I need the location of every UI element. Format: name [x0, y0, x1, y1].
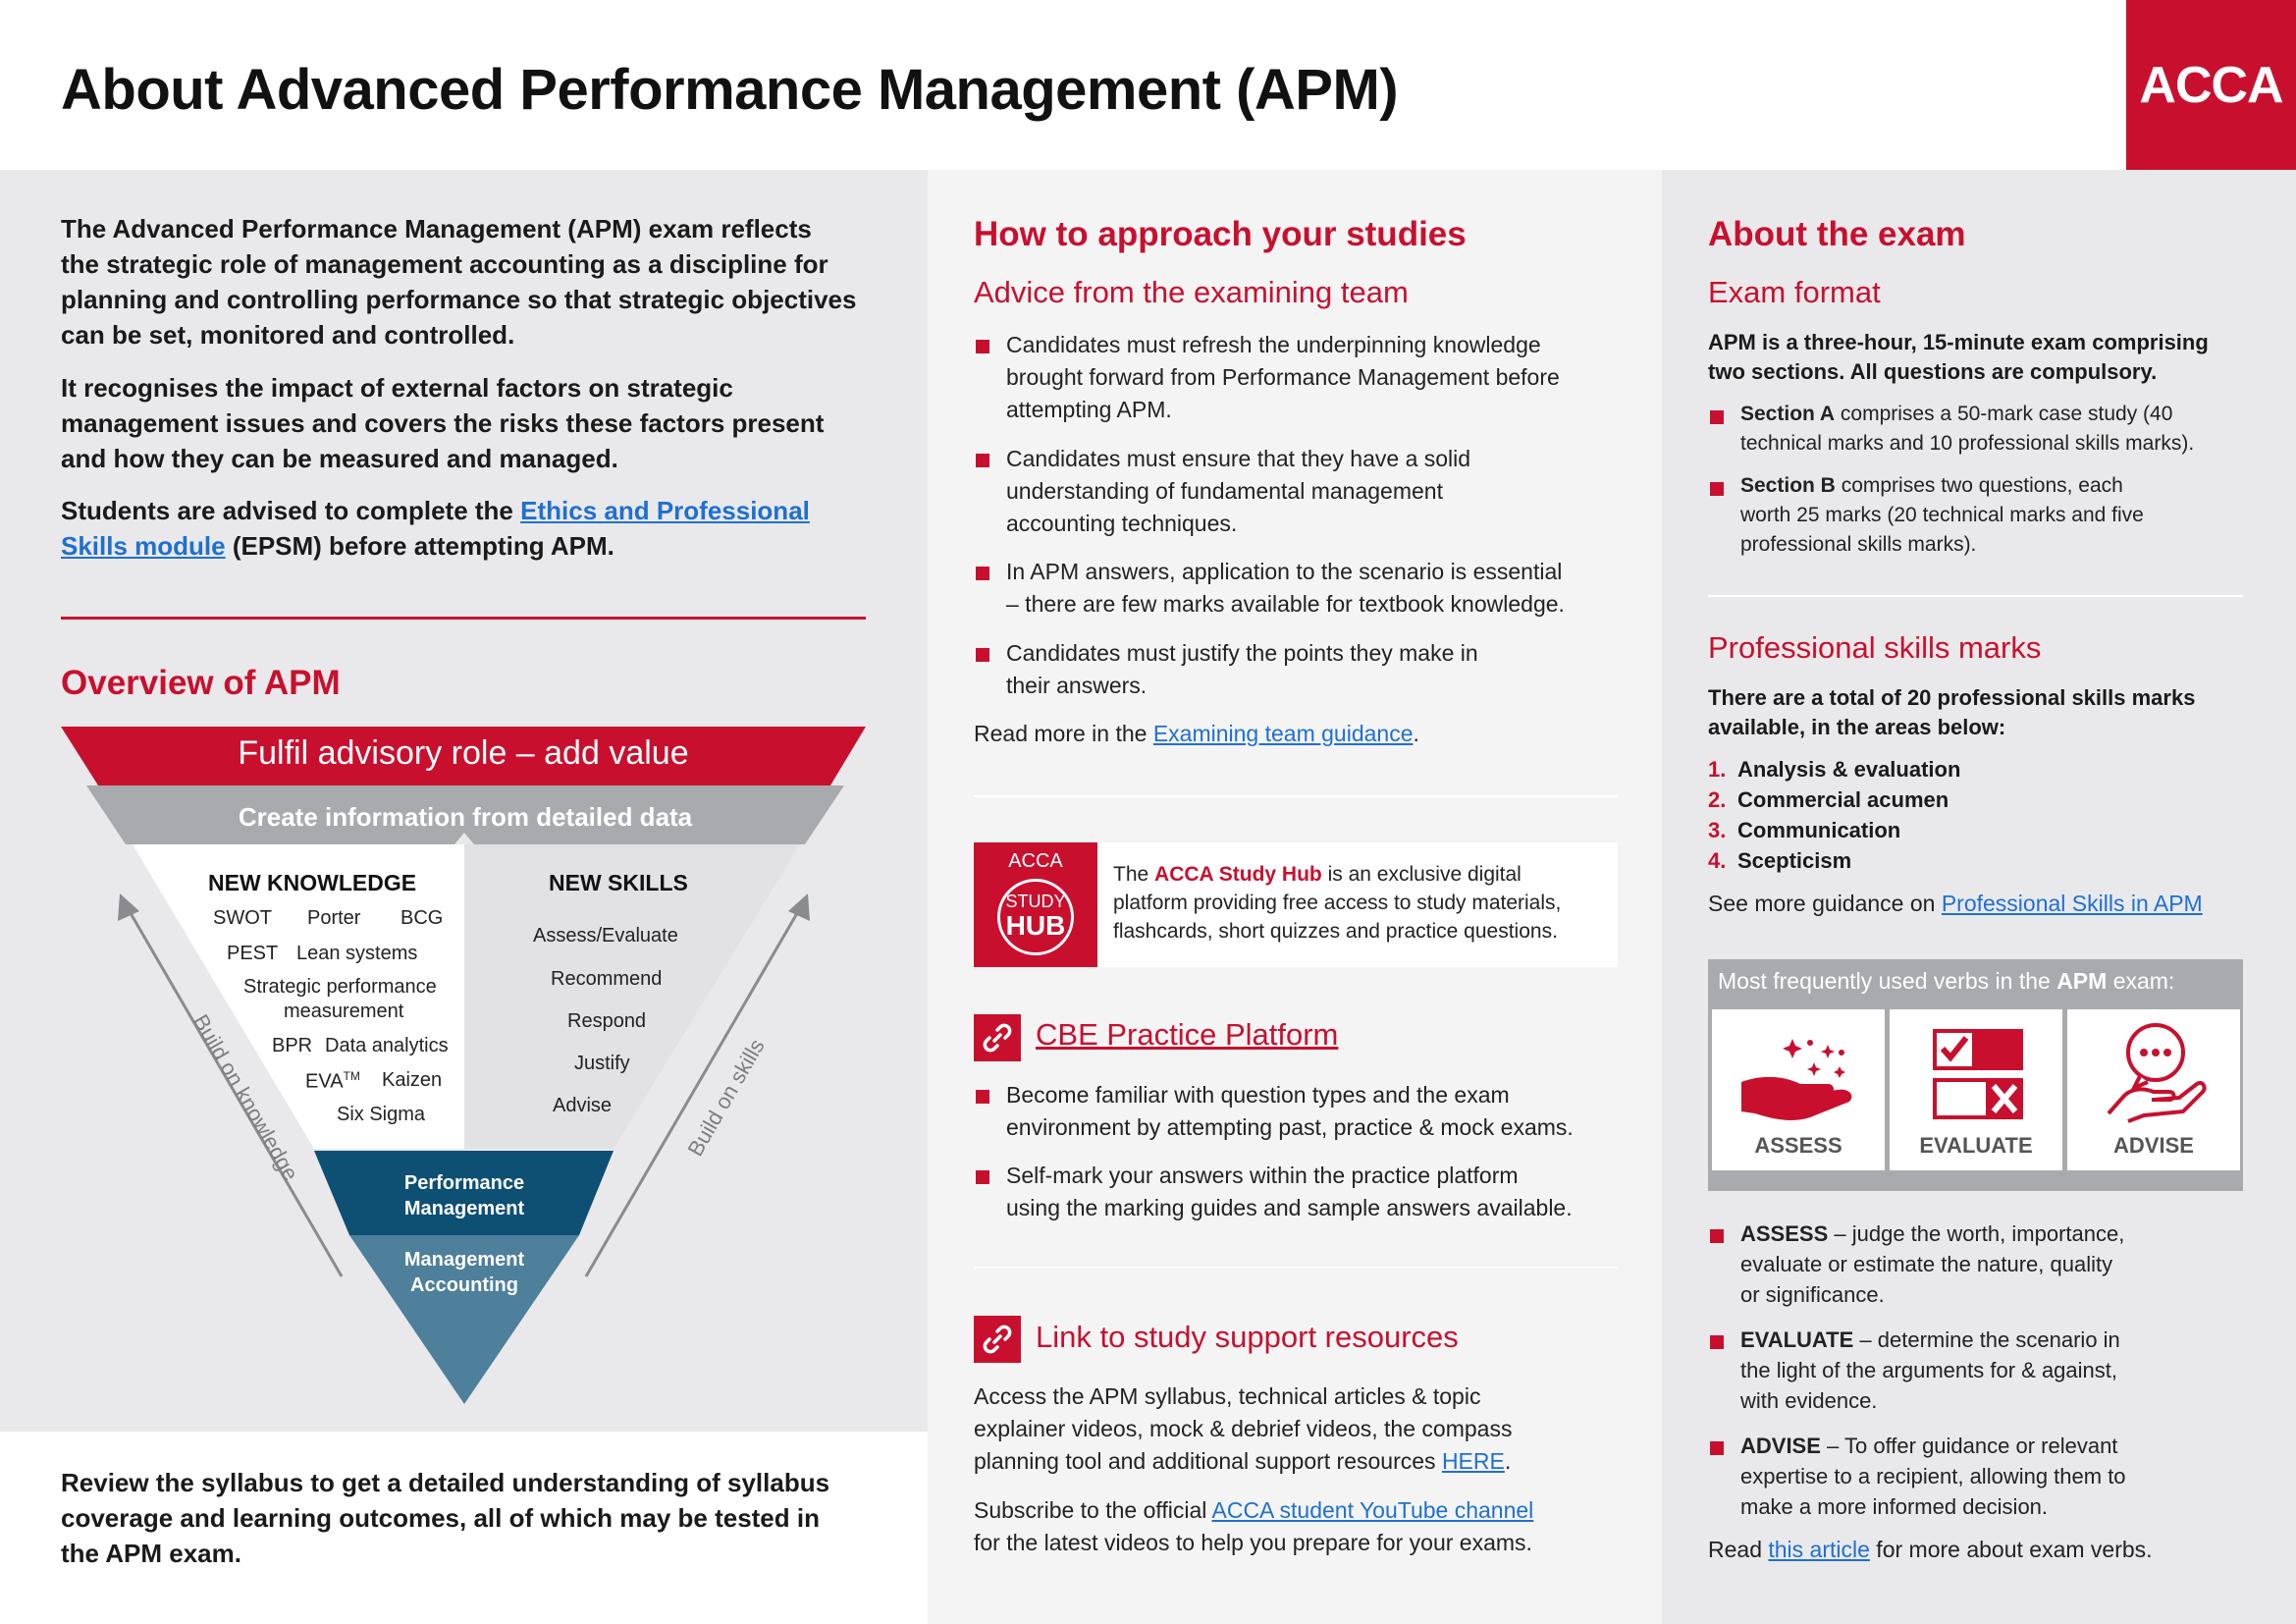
- read-more-line: Read more in the Examining team guidance…: [974, 721, 1419, 746]
- knowledge-strategic: Strategic performance: [243, 976, 437, 998]
- divider: [974, 795, 1618, 797]
- acca-logo: ACCA: [2126, 0, 2296, 170]
- exam-format-text: APM is a three-hour, 15-minute exam comp…: [1708, 330, 2209, 384]
- cbe-bullet-2: Self-mark your answers within the practi…: [976, 1160, 1643, 1224]
- performance-management-band: [314, 1151, 614, 1235]
- study-hub-text: The ACCA Study Hub is an exclusive digit…: [1113, 863, 1562, 943]
- advise-definition: ADVISE – To offer guidance or relevant e…: [1710, 1431, 2289, 1522]
- band-advisory: [61, 727, 866, 785]
- link-icon: [974, 1316, 1021, 1363]
- left-footer-panel: [0, 1432, 928, 1624]
- professional-skills-list: 1.Analysis & evaluation 2.Commercial acu…: [1708, 754, 1960, 876]
- examining-team-guidance-link[interactable]: Examining team guidance: [1152, 721, 1414, 746]
- link-icon: [974, 1014, 1021, 1061]
- triangle-band2-label: Create information from detailed data: [238, 802, 693, 832]
- skill-recommend: Recommend: [551, 968, 663, 990]
- knowledge-measurement: measurement: [284, 1001, 404, 1022]
- apm-overview-diagram: [61, 727, 866, 1404]
- section-a-bullet: Section A comprises a 50-mark case study…: [1710, 400, 2289, 459]
- skill-advise: Advise: [553, 1095, 613, 1116]
- skills-guidance-line: See more guidance on Professional Skills…: [1708, 891, 2203, 916]
- epsm-link-line2[interactable]: Skills module: [61, 531, 226, 561]
- advice-subheading: Advice from the examining team: [974, 275, 1409, 309]
- studies-heading: How to approach your studies: [974, 215, 1467, 253]
- page-title: About Advanced Performance Management (A…: [61, 58, 1399, 122]
- verb-assess-card: ASSESS: [1712, 1009, 1885, 1170]
- advice-bullet-4: Candidates must justify the points they …: [976, 637, 1643, 702]
- skill-assess-evaluate: Assess/Evaluate: [533, 925, 678, 947]
- divider: [1708, 595, 2243, 597]
- overview-heading: Overview of APM: [61, 664, 341, 702]
- verbs-title: Most frequently used verbs in the APM ex…: [1718, 968, 2175, 994]
- study-support-text: Access the APM syllabus, technical artic…: [974, 1383, 1513, 1474]
- right-panel: [1662, 170, 2296, 1624]
- section-b-bullet: Section B comprises two questions, each …: [1710, 471, 2289, 560]
- knowledge-area: [133, 844, 464, 1149]
- new-knowledge-heading: NEW KNOWLEDGE: [208, 870, 417, 895]
- verb-evaluate-card: EVALUATE: [1890, 1009, 2062, 1170]
- triangle-top-label: Fulfil advisory role – add value: [238, 734, 689, 772]
- youtube-channel-link[interactable]: ACCA student YouTube channel: [1211, 1497, 1534, 1523]
- management-accounting-band: [349, 1235, 579, 1404]
- cbe-practice-platform-link[interactable]: CBE Practice Platform: [1036, 1017, 1339, 1052]
- knowledge-data-analytics: Data analytics: [325, 1035, 449, 1056]
- knowledge-six-sigma: Six Sigma: [337, 1104, 426, 1125]
- syllabus-review-text: Review the syllabus to get a detailed un…: [61, 1468, 830, 1568]
- exam-verbs-line: Read this article for more about exam ve…: [1708, 1537, 2153, 1562]
- skills-area: [464, 844, 800, 1149]
- skill-justify: Justify: [574, 1053, 630, 1074]
- about-exam-heading: About the exam: [1708, 215, 1966, 253]
- professional-skills-heading: Professional skills marks: [1708, 630, 2042, 665]
- subscribe-text: Subscribe to the official ACCA student Y…: [974, 1497, 1534, 1555]
- knowledge-kaizen: Kaizen: [382, 1069, 443, 1091]
- advice-bullet-2: Candidates must ensure that they have a …: [976, 443, 1643, 540]
- hand-sparkle-icon: [1741, 1039, 1852, 1120]
- checkbox-evaluate-icon: [1933, 1029, 2023, 1119]
- knowledge-arrow: [126, 907, 344, 1277]
- intro-paragraph-3: Students are advised to complete the Eth…: [61, 496, 810, 561]
- intro-paragraph-1: The Advanced Performance Management (APM…: [61, 214, 857, 350]
- divider: [61, 617, 866, 620]
- assess-definition: ASSESS – judge the worth, importance, ev…: [1710, 1218, 2289, 1310]
- advice-bullet-1: Candidates must refresh the underpinning…: [976, 329, 1643, 426]
- header: [0, 0, 2296, 170]
- knowledge-swot: SWOT: [213, 907, 272, 929]
- knowledge-pest: PEST: [227, 943, 279, 964]
- here-link[interactable]: HERE: [1441, 1448, 1505, 1474]
- study-hub-badge[interactable]: ACCA STUDY HUB: [974, 842, 1097, 967]
- advice-bullet-3: In APM answers, application to the scena…: [976, 556, 1643, 621]
- cbe-bullet-1: Become familiar with question types and …: [976, 1079, 1643, 1144]
- professional-skills-text: There are a total of 20 professional ski…: [1708, 685, 2196, 739]
- list-item: 4.Scepticism: [1708, 848, 1852, 873]
- exam-verbs-article-link[interactable]: this article: [1768, 1537, 1870, 1562]
- list-item: 2.Commercial acumen: [1708, 787, 1949, 812]
- divider: [974, 1267, 1618, 1269]
- professional-skills-link[interactable]: Professional Skills in APM: [1941, 891, 2203, 916]
- intro-paragraph-2: It recognises the impact of external fac…: [61, 373, 825, 473]
- knowledge-bpr: BPR: [272, 1035, 313, 1056]
- skill-respond: Respond: [567, 1010, 647, 1032]
- skills-arrow: [584, 907, 802, 1277]
- evaluate-definition: EVALUATE – determine the scenario in the…: [1710, 1325, 2289, 1416]
- knowledge-eva: EVATM: [305, 1069, 360, 1093]
- knowledge-porter: Porter: [307, 907, 361, 929]
- knowledge-lean: Lean systems: [296, 943, 418, 964]
- knowledge-bcg: BCG: [400, 907, 444, 929]
- verb-advise-card: ADVISE: [2067, 1009, 2240, 1170]
- epsm-link[interactable]: Ethics and Professional: [520, 496, 810, 525]
- list-item: 1.Analysis & evaluation: [1708, 757, 1961, 782]
- advice-hand-icon: [2107, 1023, 2207, 1123]
- study-support-heading: Link to study support resources: [1036, 1320, 1459, 1354]
- exam-format-heading: Exam format: [1708, 275, 1881, 309]
- band-create-information: [86, 785, 844, 844]
- new-skills-heading: NEW SKILLS: [549, 870, 688, 895]
- list-item: 3.Communication: [1708, 818, 1901, 842]
